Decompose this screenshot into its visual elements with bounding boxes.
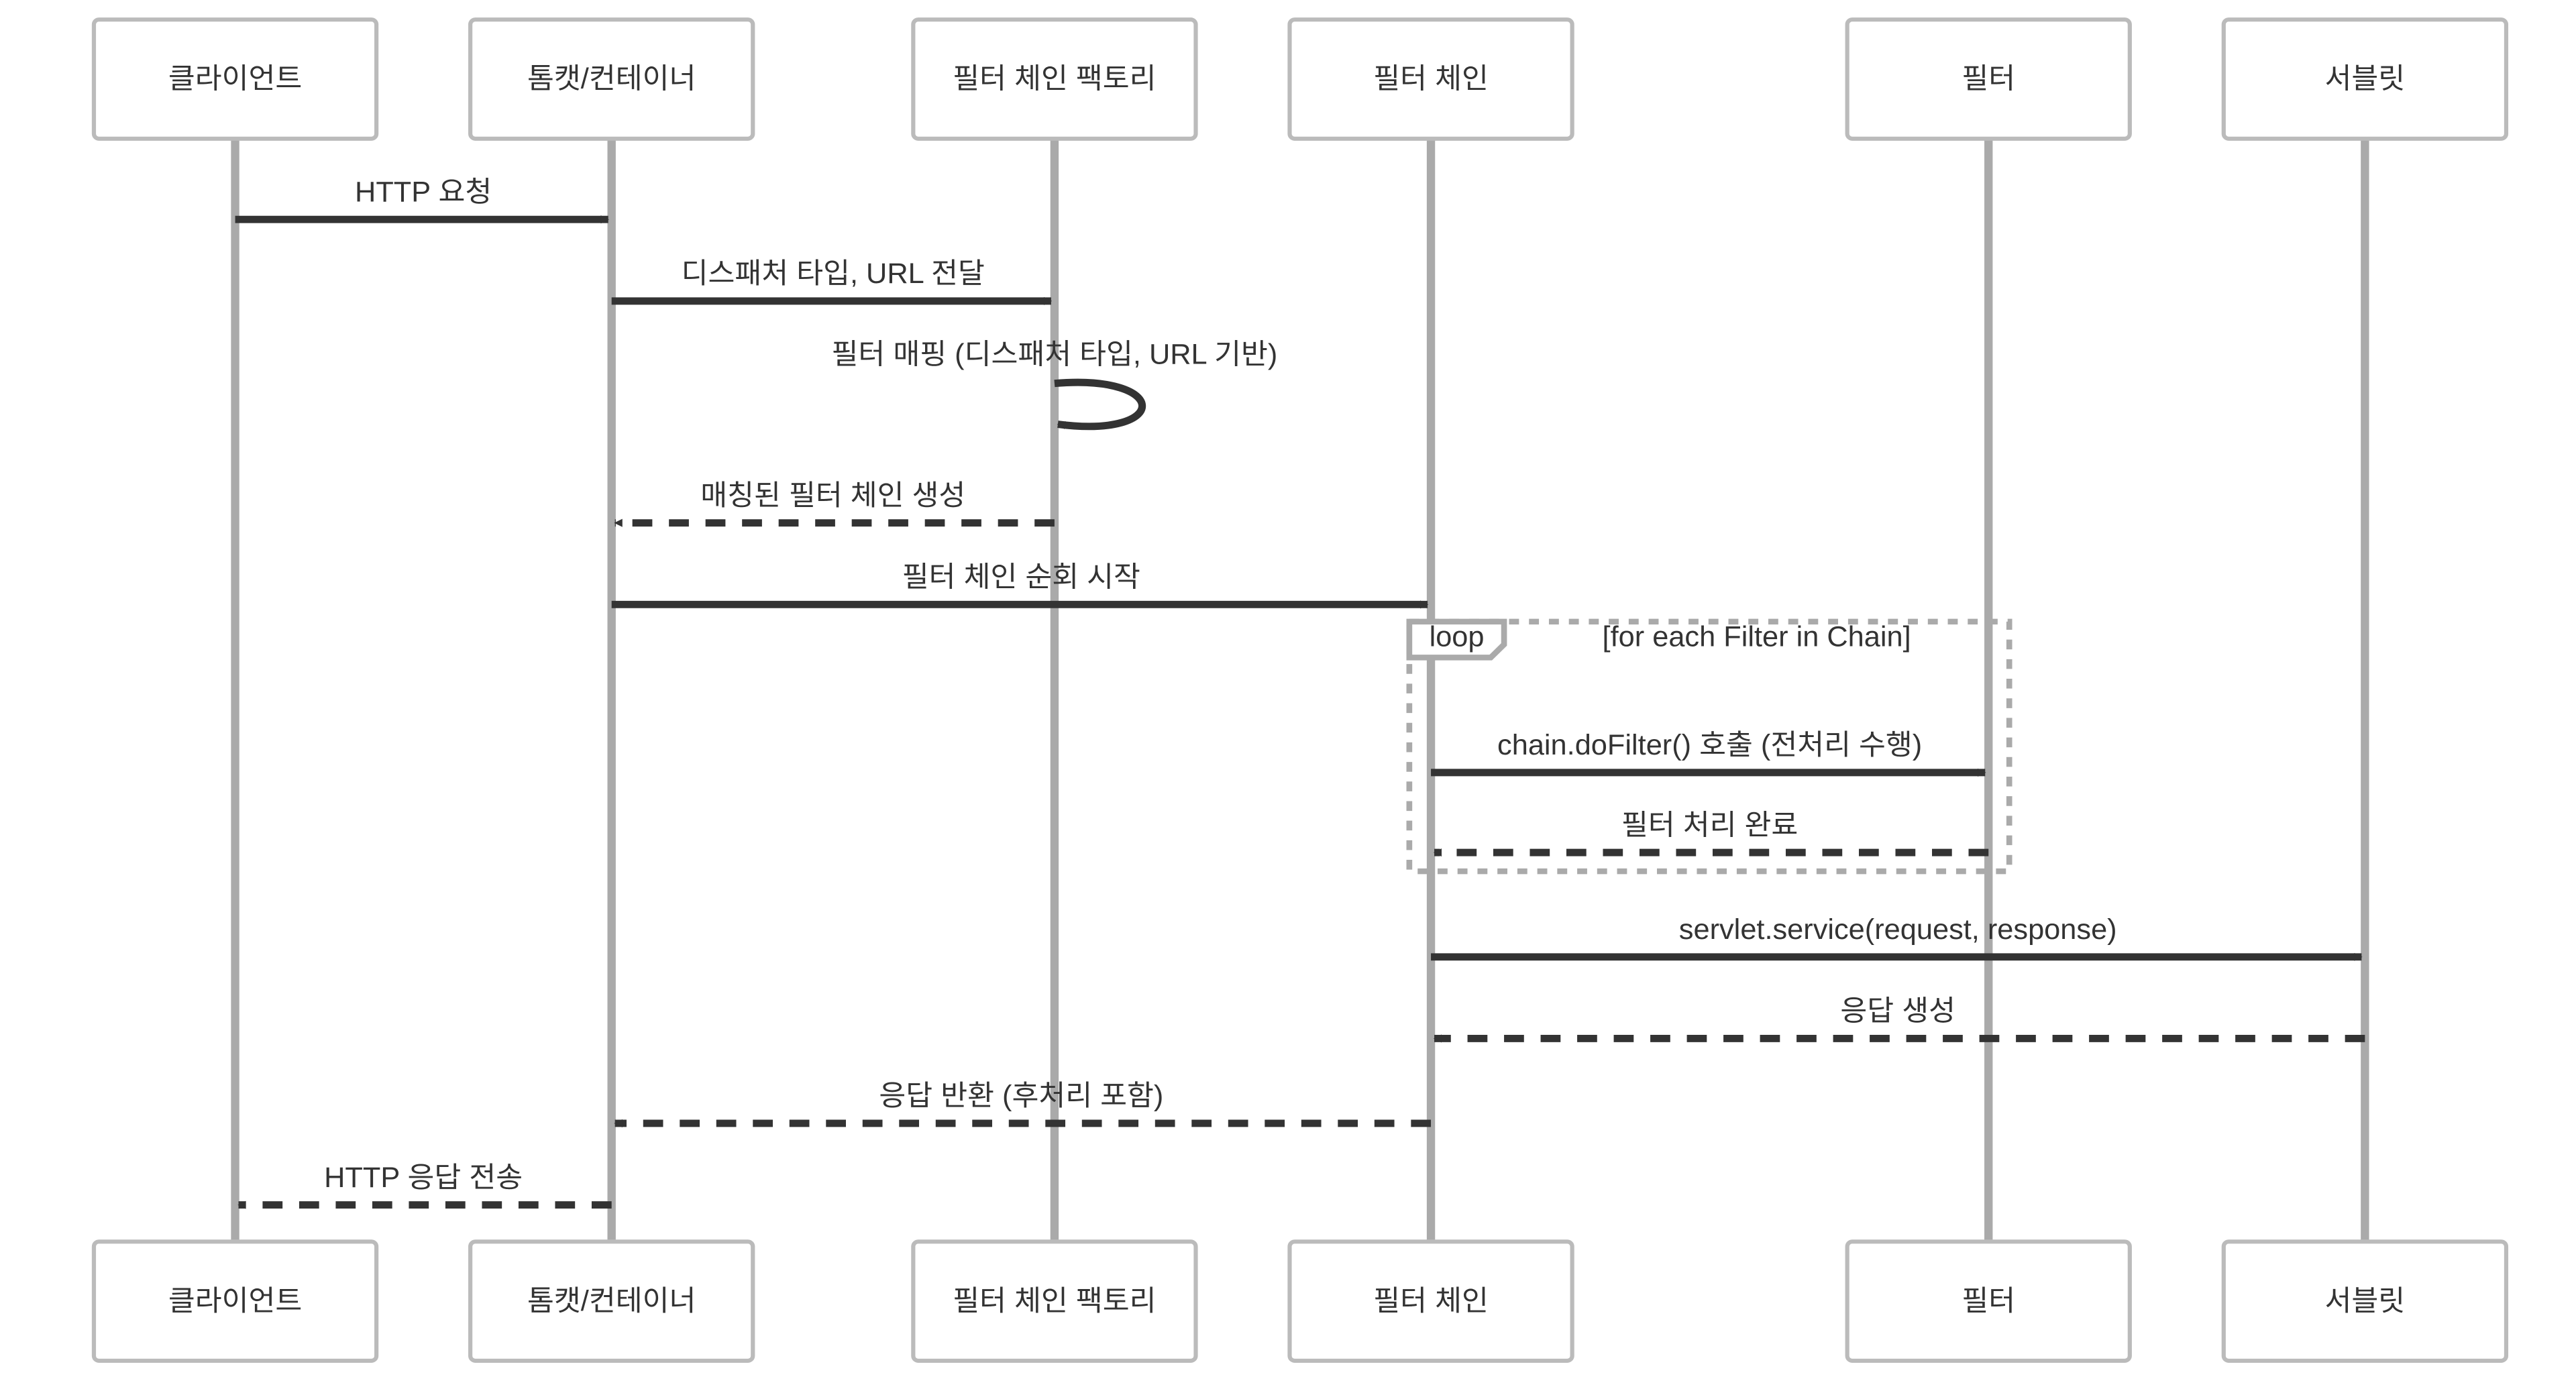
message-label: HTTP 응답 전송	[324, 1162, 523, 1194]
participant-label: 톰캣/컨테이너	[527, 1285, 696, 1317]
participant-tomcat-container-top: 톰캣/컨테이너	[468, 17, 755, 141]
participant-box	[2221, 17, 2509, 141]
loop-block: loop [for each Filter in Chain]	[1406, 618, 2012, 875]
participant-label: 톰캣/컨테이너	[527, 63, 696, 95]
participant-label: 필터 체인 팩토리	[953, 63, 1156, 95]
participant-client-top: 클라이언트	[91, 17, 379, 141]
message-label: HTTP 요청	[355, 176, 492, 209]
loop-keyword: loop	[1430, 621, 1485, 653]
participant-box	[911, 17, 1198, 141]
participant-box	[91, 1239, 379, 1363]
message-11: HTTP 응답 전송	[237, 1162, 612, 1209]
participant-label: 필터 체인	[1373, 1285, 1489, 1317]
message-7: 필터 처리 완료	[1433, 810, 1989, 857]
message-1: HTTP 요청	[235, 176, 609, 224]
participant-box	[911, 1239, 1198, 1363]
message-6: chain.doFilter() 호출 (전처리 수행)	[1431, 729, 1986, 777]
message-label: 필터 매핑 (디스패처 타입, URL 기반)	[832, 339, 1278, 371]
lifelines	[231, 138, 2369, 1242]
participant-box	[468, 1239, 755, 1363]
participant-box	[1845, 17, 2132, 141]
participant-tomcat-container-bottom: 톰캣/컨테이너	[468, 1239, 755, 1363]
message-8: servlet.service(request, response)	[1431, 913, 2363, 961]
participant-filter-top: 필터	[1845, 17, 2132, 141]
loop-tab	[1406, 618, 1507, 661]
participant-box	[1287, 1239, 1574, 1363]
participant-label: 클라이언트	[168, 1285, 302, 1317]
message-label: 매칭된 필터 체인 생성	[700, 480, 965, 512]
participant-servlet-top: 서블릿	[2221, 17, 2509, 141]
participant-filter-chain-factory-bottom: 필터 체인 팩토리	[911, 1239, 1198, 1363]
participant-servlet-bottom: 서블릿	[2221, 1239, 2509, 1363]
message-label: 필터 체인 순회 시작	[902, 561, 1140, 594]
participant-label: 필터	[1962, 63, 2015, 95]
participant-client-bottom: 클라이언트	[91, 1239, 379, 1363]
participant-label: 필터	[1962, 1285, 2015, 1317]
message-5: 필터 체인 순회 시작	[611, 561, 1429, 609]
message-label: servlet.service(request, response)	[1679, 913, 2117, 946]
message-10: 응답 반환 (후처리 포함)	[614, 1080, 1432, 1128]
participant-label: 필터 체인	[1373, 63, 1489, 95]
message-label: 응답 반환 (후처리 포함)	[879, 1080, 1163, 1113]
participant-box	[1845, 1239, 2132, 1363]
loop-frame	[1406, 618, 2012, 875]
participant-box	[91, 17, 379, 141]
participant-filter-chain-top: 필터 체인	[1287, 17, 1574, 141]
message-9: 응답 생성	[1433, 995, 2365, 1043]
message-4: 매칭된 필터 체인 생성	[614, 480, 1055, 527]
participant-filter-chain-bottom: 필터 체인	[1287, 1239, 1574, 1363]
participant-label: 서블릿	[2325, 1285, 2406, 1317]
participant-label: 필터 체인 팩토리	[953, 1285, 1156, 1317]
participant-filter-chain-factory-top: 필터 체인 팩토리	[911, 17, 1198, 141]
participant-box	[2221, 1239, 2509, 1363]
participant-filter-bottom: 필터	[1845, 1239, 2132, 1363]
message-label: 응답 생성	[1840, 995, 1955, 1027]
message-label: 디스패처 타입, URL 전달	[682, 258, 985, 290]
loop-condition: [for each Filter in Chain]	[1603, 621, 1911, 653]
participant-label: 서블릿	[2325, 63, 2406, 95]
message-3: 필터 매핑 (디스패처 타입, URL 기반)	[832, 339, 1278, 431]
participant-box	[1287, 17, 1574, 141]
message-label: 필터 처리 완료	[1621, 810, 1798, 842]
self-message-arrow	[1054, 378, 1146, 431]
participant-label: 클라이언트	[168, 63, 302, 95]
participant-box	[468, 17, 755, 141]
message-label: chain.doFilter() 호출 (전처리 수행)	[1497, 729, 1922, 761]
message-2: 디스패처 타입, URL 전달	[611, 258, 1053, 305]
